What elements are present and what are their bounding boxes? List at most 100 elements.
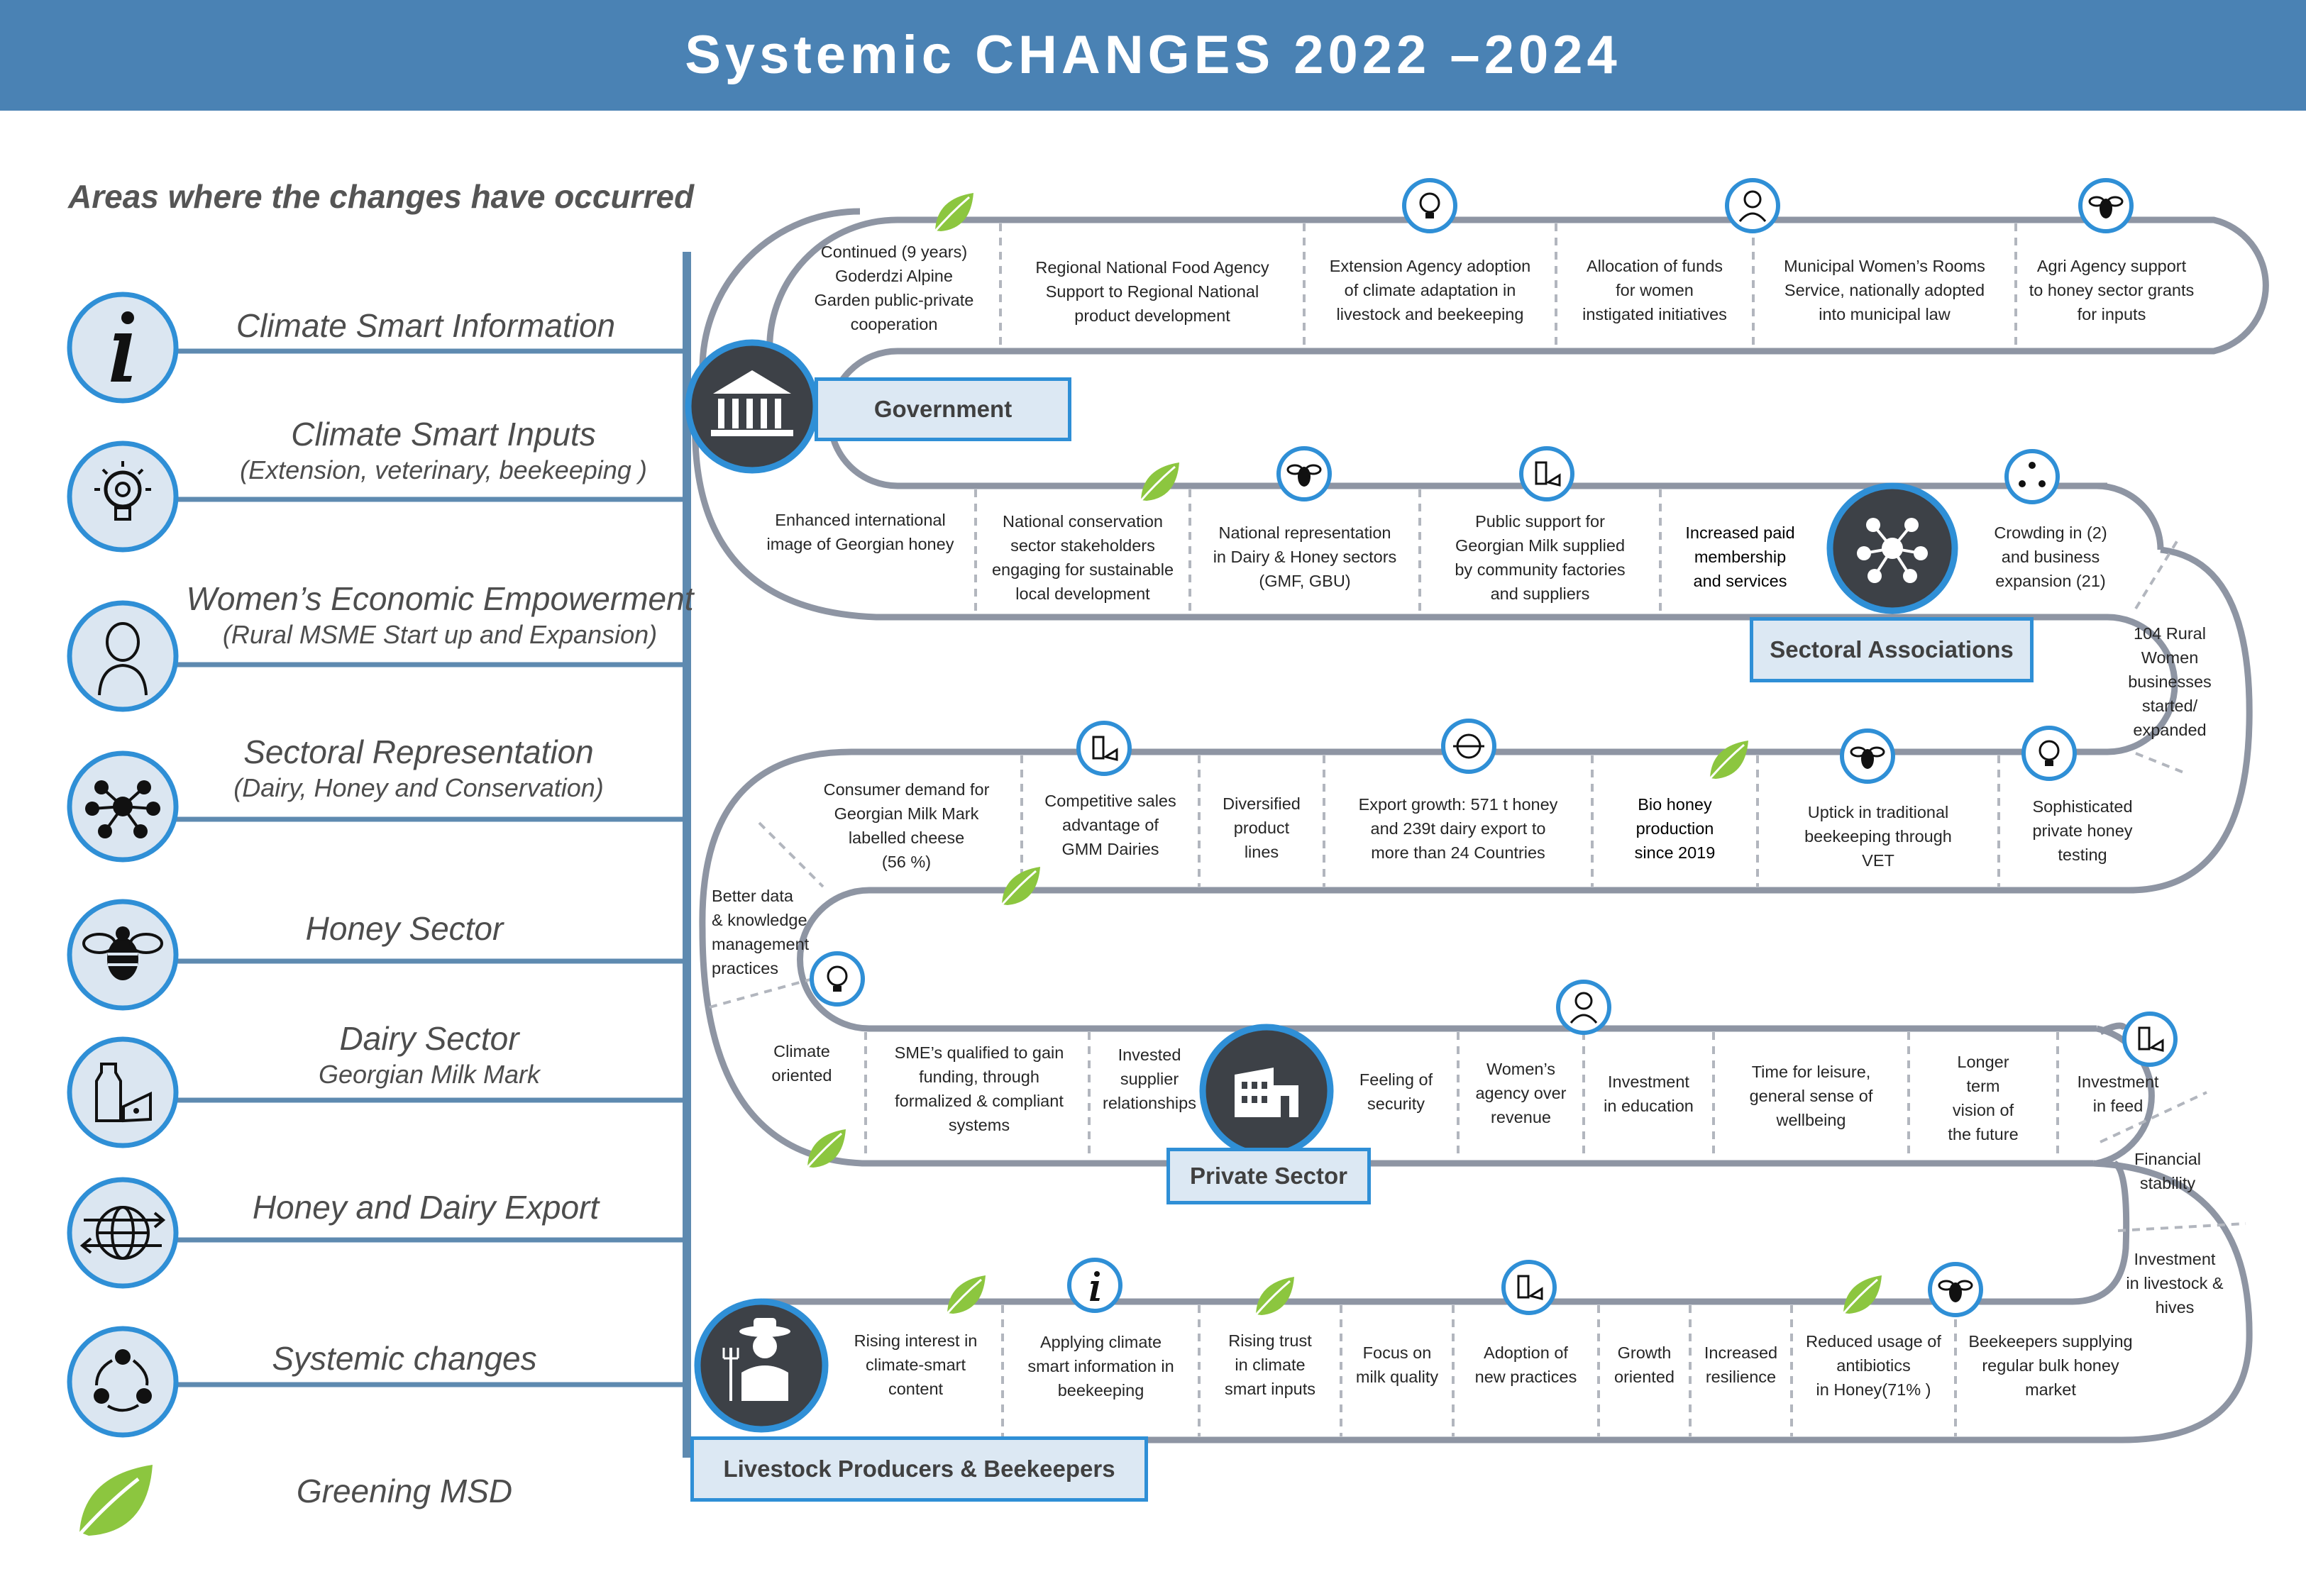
change-item: Crowding in (2) and business expansion (21… [1965, 521, 2136, 593]
change-text-line: Export growth: 571 t honey [1358, 795, 1558, 814]
change-text-line: by community factories [1455, 560, 1626, 579]
change-text-line: GMM Dairies [1061, 840, 1159, 858]
change-text-line: and business [2001, 548, 2100, 566]
section-label-private-sector: Private Sector [1166, 1148, 1371, 1204]
change-text-line: revenue [1491, 1108, 1551, 1126]
change-text-line: more than 24 Countries [1371, 843, 1545, 862]
milk-cheese-icon [1076, 721, 1132, 776]
legend-climate-smart-inputs: Climate Smart Inputs (Extension, veterin… [177, 415, 710, 487]
change-text-line: term [1966, 1077, 2000, 1095]
globe-export-icon [67, 1177, 179, 1289]
change-text-line: stability [2139, 1174, 2196, 1192]
change-text-line: Reduced usage of [1806, 1332, 1941, 1351]
change-text-line: smart inputs [1225, 1380, 1315, 1398]
legend-subtitle: Georgian Milk Mark [318, 1060, 541, 1089]
change-text-line: oriented [771, 1066, 832, 1085]
change-text-line: product [1233, 819, 1290, 837]
change-text-line: general sense of [1749, 1087, 1873, 1105]
change-text-line: supplier [1120, 1070, 1179, 1088]
change-text-line: Allocation of funds [1586, 257, 1723, 275]
change-text-line: Diversified [1223, 794, 1301, 813]
change-text-line: & knowledge [712, 911, 807, 929]
change-item: Rising trust in climate smart inputs [1199, 1329, 1341, 1401]
change-text-line: Focus on [1362, 1343, 1432, 1362]
change-text-line: lines [1244, 843, 1279, 861]
change-text-line: Climate [773, 1042, 830, 1060]
legend-womens-economic-empowerment: Women’s Economic Empowerment (Rural MSME… [167, 580, 713, 652]
legend-title: Greening MSD [296, 1473, 513, 1509]
change-text-line: Investment [2134, 1250, 2216, 1268]
legend-title: Honey Sector [305, 910, 504, 947]
bee-icon [2078, 178, 2134, 233]
legend-title: Climate Smart Inputs [291, 416, 596, 453]
change-text-line: into municipal law [1819, 305, 1951, 323]
change-text-line: climate-smart [865, 1356, 966, 1374]
change-text-line: expanded [2133, 721, 2207, 739]
legend-subtitle: (Extension, veterinary, beekeeping ) [240, 455, 647, 484]
change-text-line: Crowding in (2) [1994, 523, 2107, 542]
change-text-line: security [1367, 1095, 1425, 1113]
change-text-line: Regional National Food Agency [1035, 258, 1269, 277]
change-text-line: and services [1693, 572, 1787, 590]
bee-icon [1928, 1262, 1983, 1317]
change-text-line: Rising trust [1228, 1331, 1312, 1350]
change-text-line: started/ [2141, 697, 2198, 715]
change-text-line: in Dairy & Honey sectors [1213, 548, 1397, 566]
change-text-line: and suppliers [1490, 584, 1590, 603]
change-text-line: SME’s qualified to gain [894, 1043, 1064, 1062]
change-text-line: in feed [2092, 1097, 2144, 1115]
legend-climate-smart-information: Climate Smart Information [177, 306, 674, 345]
change-text-line: Feeling of [1359, 1070, 1433, 1089]
change-text-line: expansion (21) [1995, 572, 2106, 590]
legend-title: Sectoral Representation [243, 733, 594, 770]
change-text-line: private honey [2032, 821, 2133, 840]
bee-icon [1276, 446, 1332, 501]
change-text-line: Better data [712, 887, 793, 905]
change-text-line: Bio honey [1638, 795, 1712, 814]
legend-dairy-sector: Dairy Sector Georgian Milk Mark [177, 1019, 681, 1092]
change-text-line: labelled cheese [848, 829, 965, 847]
change-text-line: of climate adaptation in [1344, 281, 1516, 299]
legend-honey-dairy-export: Honey and Dairy Export [177, 1188, 674, 1226]
change-text-line: Support to Regional National [1045, 282, 1259, 301]
bee-icon [1840, 728, 1895, 784]
change-text-line: (GMF, GBU) [1259, 572, 1351, 590]
change-text-line: to honey sector grants [2029, 281, 2195, 299]
change-text-line: for inputs [2077, 305, 2146, 323]
lightbulb-gear-icon [67, 440, 179, 553]
change-text-line: oriented [1614, 1368, 1675, 1386]
legend-honey-sector: Honey Sector [177, 909, 631, 948]
change-text-line: Adoption of [1484, 1343, 1568, 1362]
change-text-line: Georgian Milk Mark [834, 804, 979, 823]
change-text-line: sector stakeholders [1010, 536, 1155, 555]
page-title: Systemic CHANGES 2022 –2024 [685, 25, 1621, 85]
change-text-line: funding, through [919, 1068, 1039, 1086]
change-text-line: in climate [1235, 1356, 1306, 1374]
change-item: Feeling of security [1334, 1068, 1458, 1116]
change-text-line: Applying climate [1039, 1333, 1162, 1351]
change-text-line: agency over [1475, 1084, 1567, 1102]
change-text-line: local development [1015, 584, 1150, 603]
change-text-line: market [2025, 1380, 2076, 1399]
change-text-line: instigated initiatives [1582, 305, 1727, 323]
bee-icon [67, 899, 179, 1011]
lightbulb-gear-icon [810, 951, 865, 1007]
